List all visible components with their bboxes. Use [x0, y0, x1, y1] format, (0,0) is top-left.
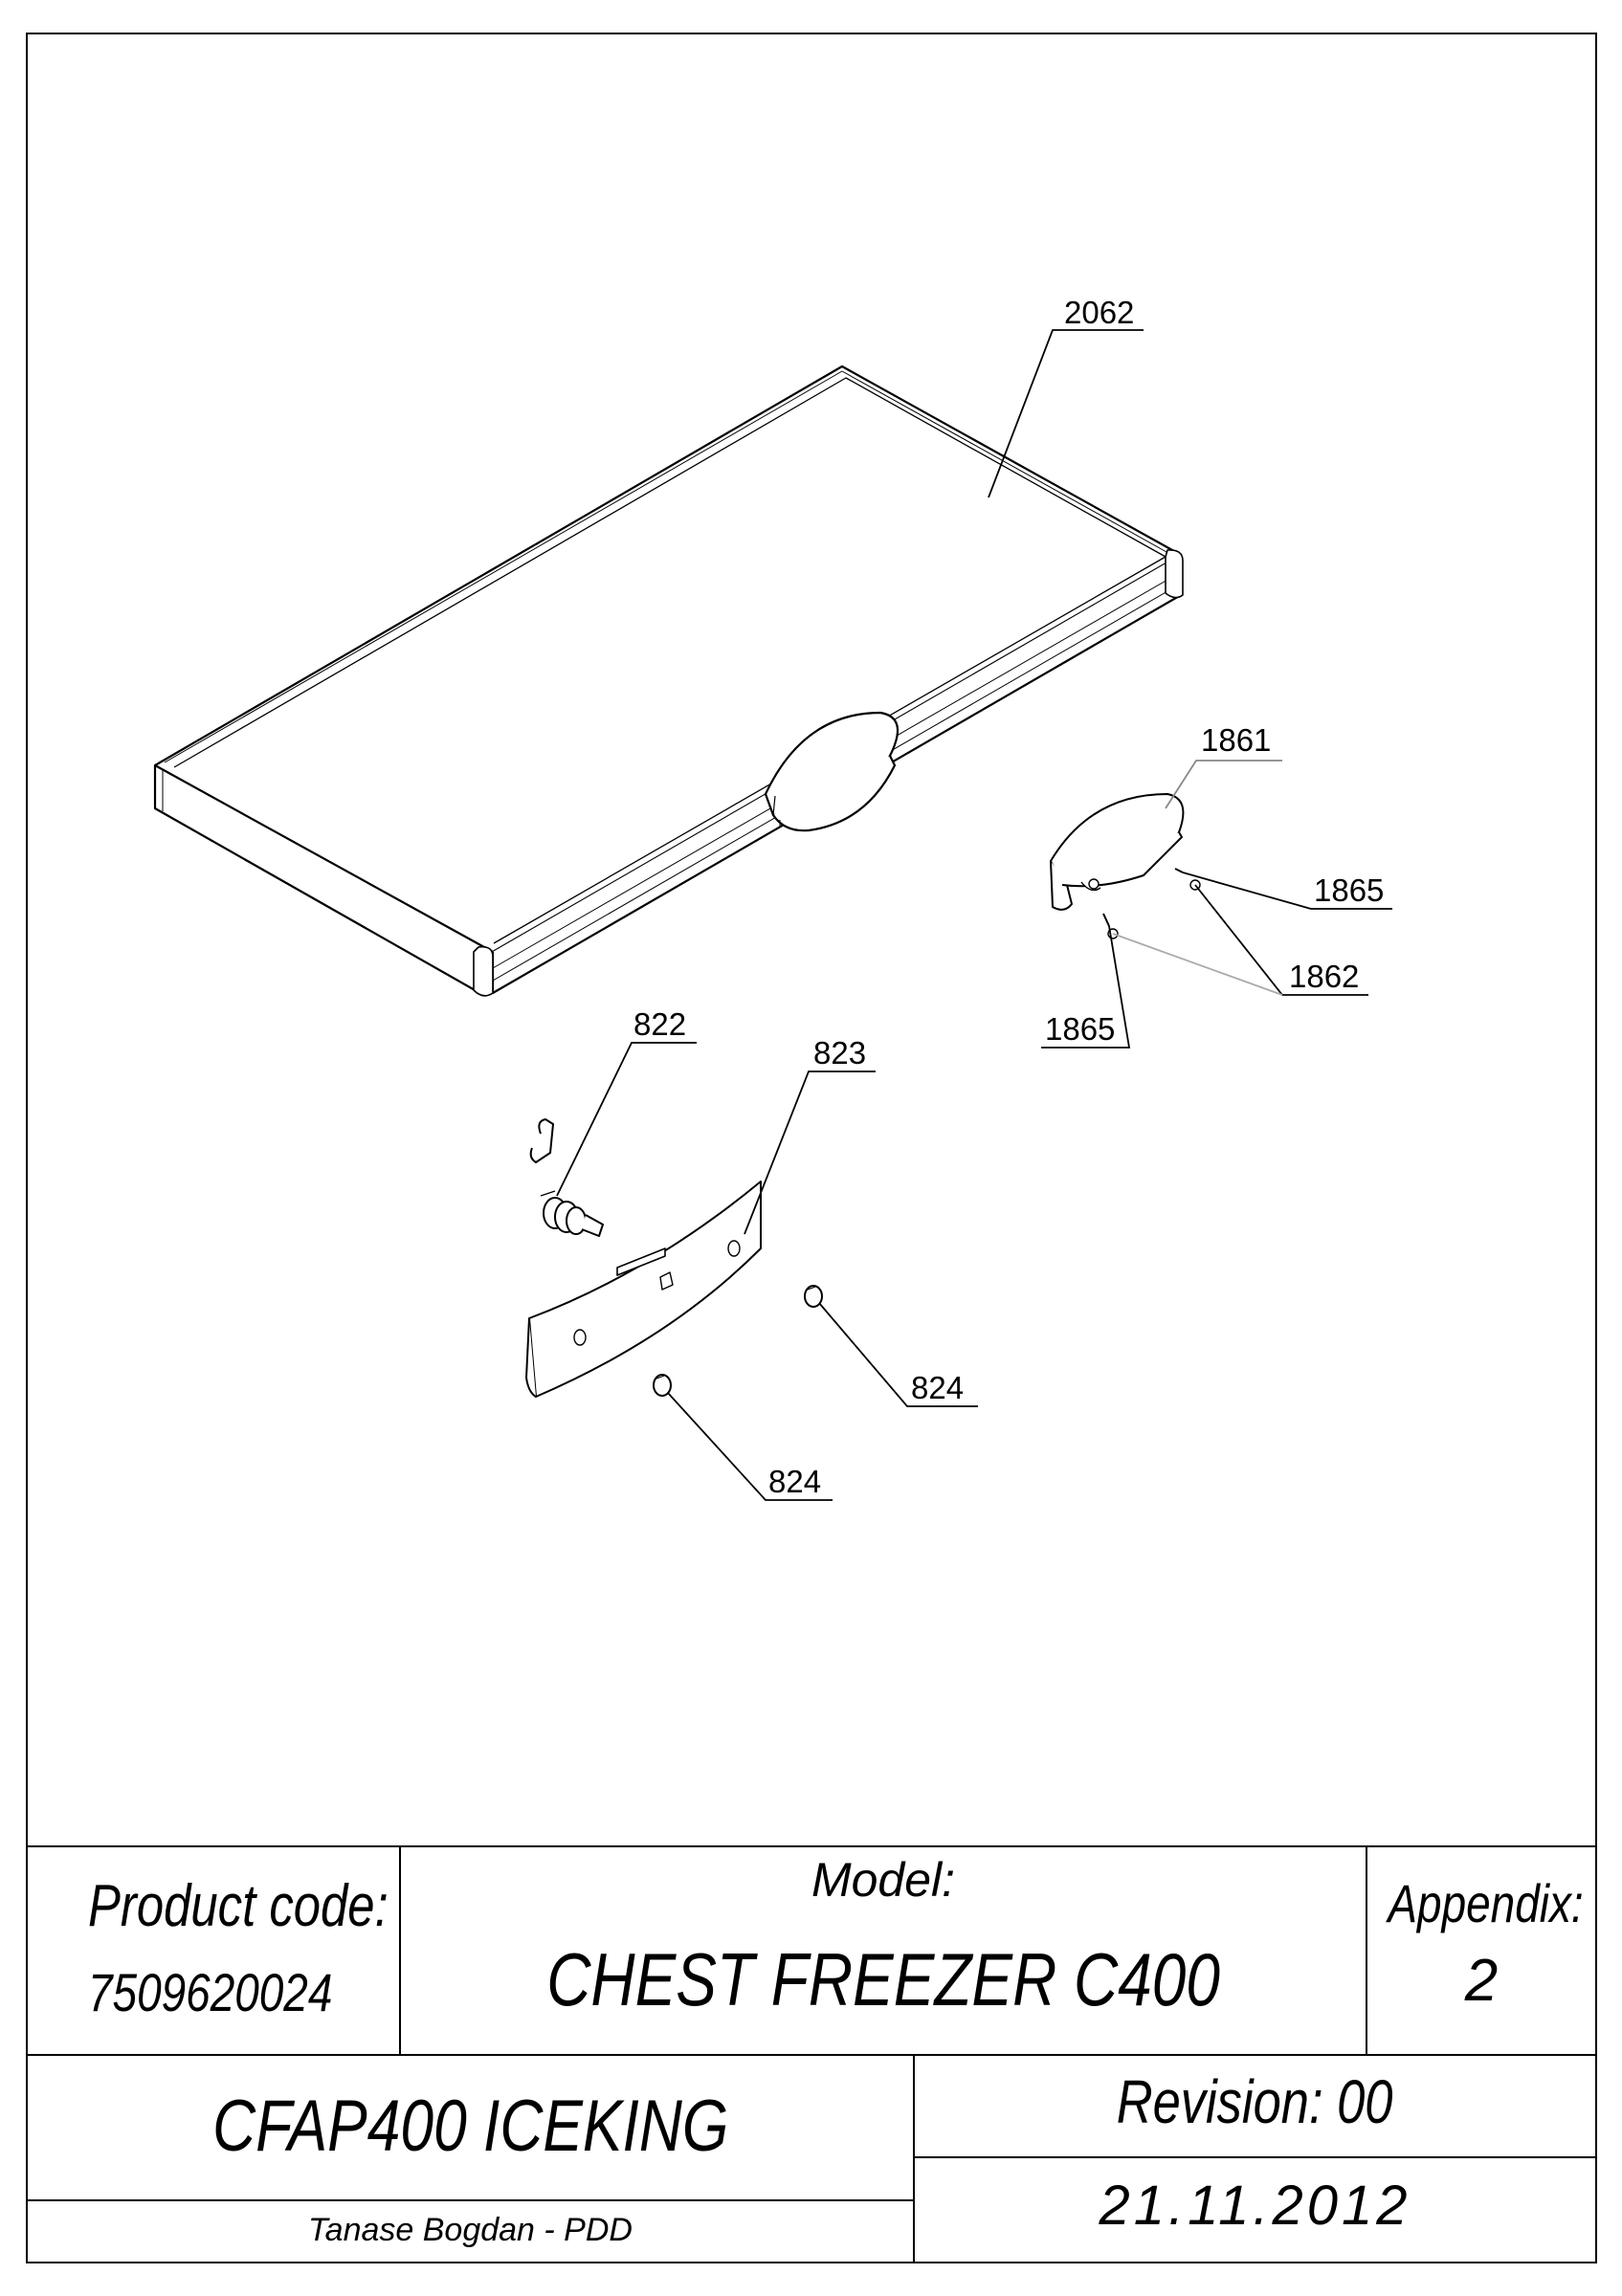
leader-1861: [1165, 760, 1282, 809]
leader-lines: [556, 329, 1392, 1501]
lock-part: [529, 1118, 604, 1237]
leader-1862b: [1112, 933, 1283, 996]
product-code-value: 7509620024: [88, 1962, 333, 2022]
model-label: Model:: [811, 1853, 956, 1907]
product-code-label: Product code:: [88, 1873, 389, 1939]
leader-824b: [667, 1392, 833, 1501]
leader-1865b: [1041, 925, 1131, 1049]
callout-1865b: 1865: [1045, 1011, 1115, 1047]
callout-2062: 2062: [1064, 295, 1134, 330]
callout-824b: 824: [768, 1464, 821, 1499]
leader-824a: [818, 1302, 978, 1407]
leader-1865a: [1182, 872, 1392, 910]
drawing-name: CFAP400 ICEKING: [211, 2086, 729, 2167]
callout-1865a: 1865: [1314, 872, 1384, 908]
title-block-grid: [27, 1845, 1596, 2263]
sheet-frame: [26, 33, 1597, 2263]
callout-822: 822: [633, 1006, 686, 1042]
model-value: CHEST FREEZER C400: [546, 1937, 1220, 2021]
revision: Revision: 00: [1117, 2067, 1393, 2136]
callout-1861: 1861: [1201, 722, 1271, 758]
leader-823: [744, 1071, 876, 1235]
lock-plate-part: [525, 1181, 762, 1398]
callout-824a: 824: [911, 1370, 964, 1405]
callout-labels: 2062 1861 1865 1862 1865 822 823 824 824: [633, 295, 1384, 1499]
leader-822: [556, 1042, 697, 1197]
date: 21.11.2012: [1099, 2175, 1411, 2237]
callout-1862: 1862: [1289, 959, 1359, 994]
callout-823: 823: [813, 1035, 866, 1071]
appendix-value: 2: [1464, 1948, 1499, 2014]
appendix-label: Appendix:: [1388, 1873, 1584, 1933]
handle-part: [1050, 793, 1201, 939]
lid-part: [153, 364, 1184, 997]
pin-parts: [653, 1285, 823, 1397]
author: Tanase Bogdan - PDD: [308, 2212, 633, 2248]
leader-2062: [988, 329, 1144, 498]
